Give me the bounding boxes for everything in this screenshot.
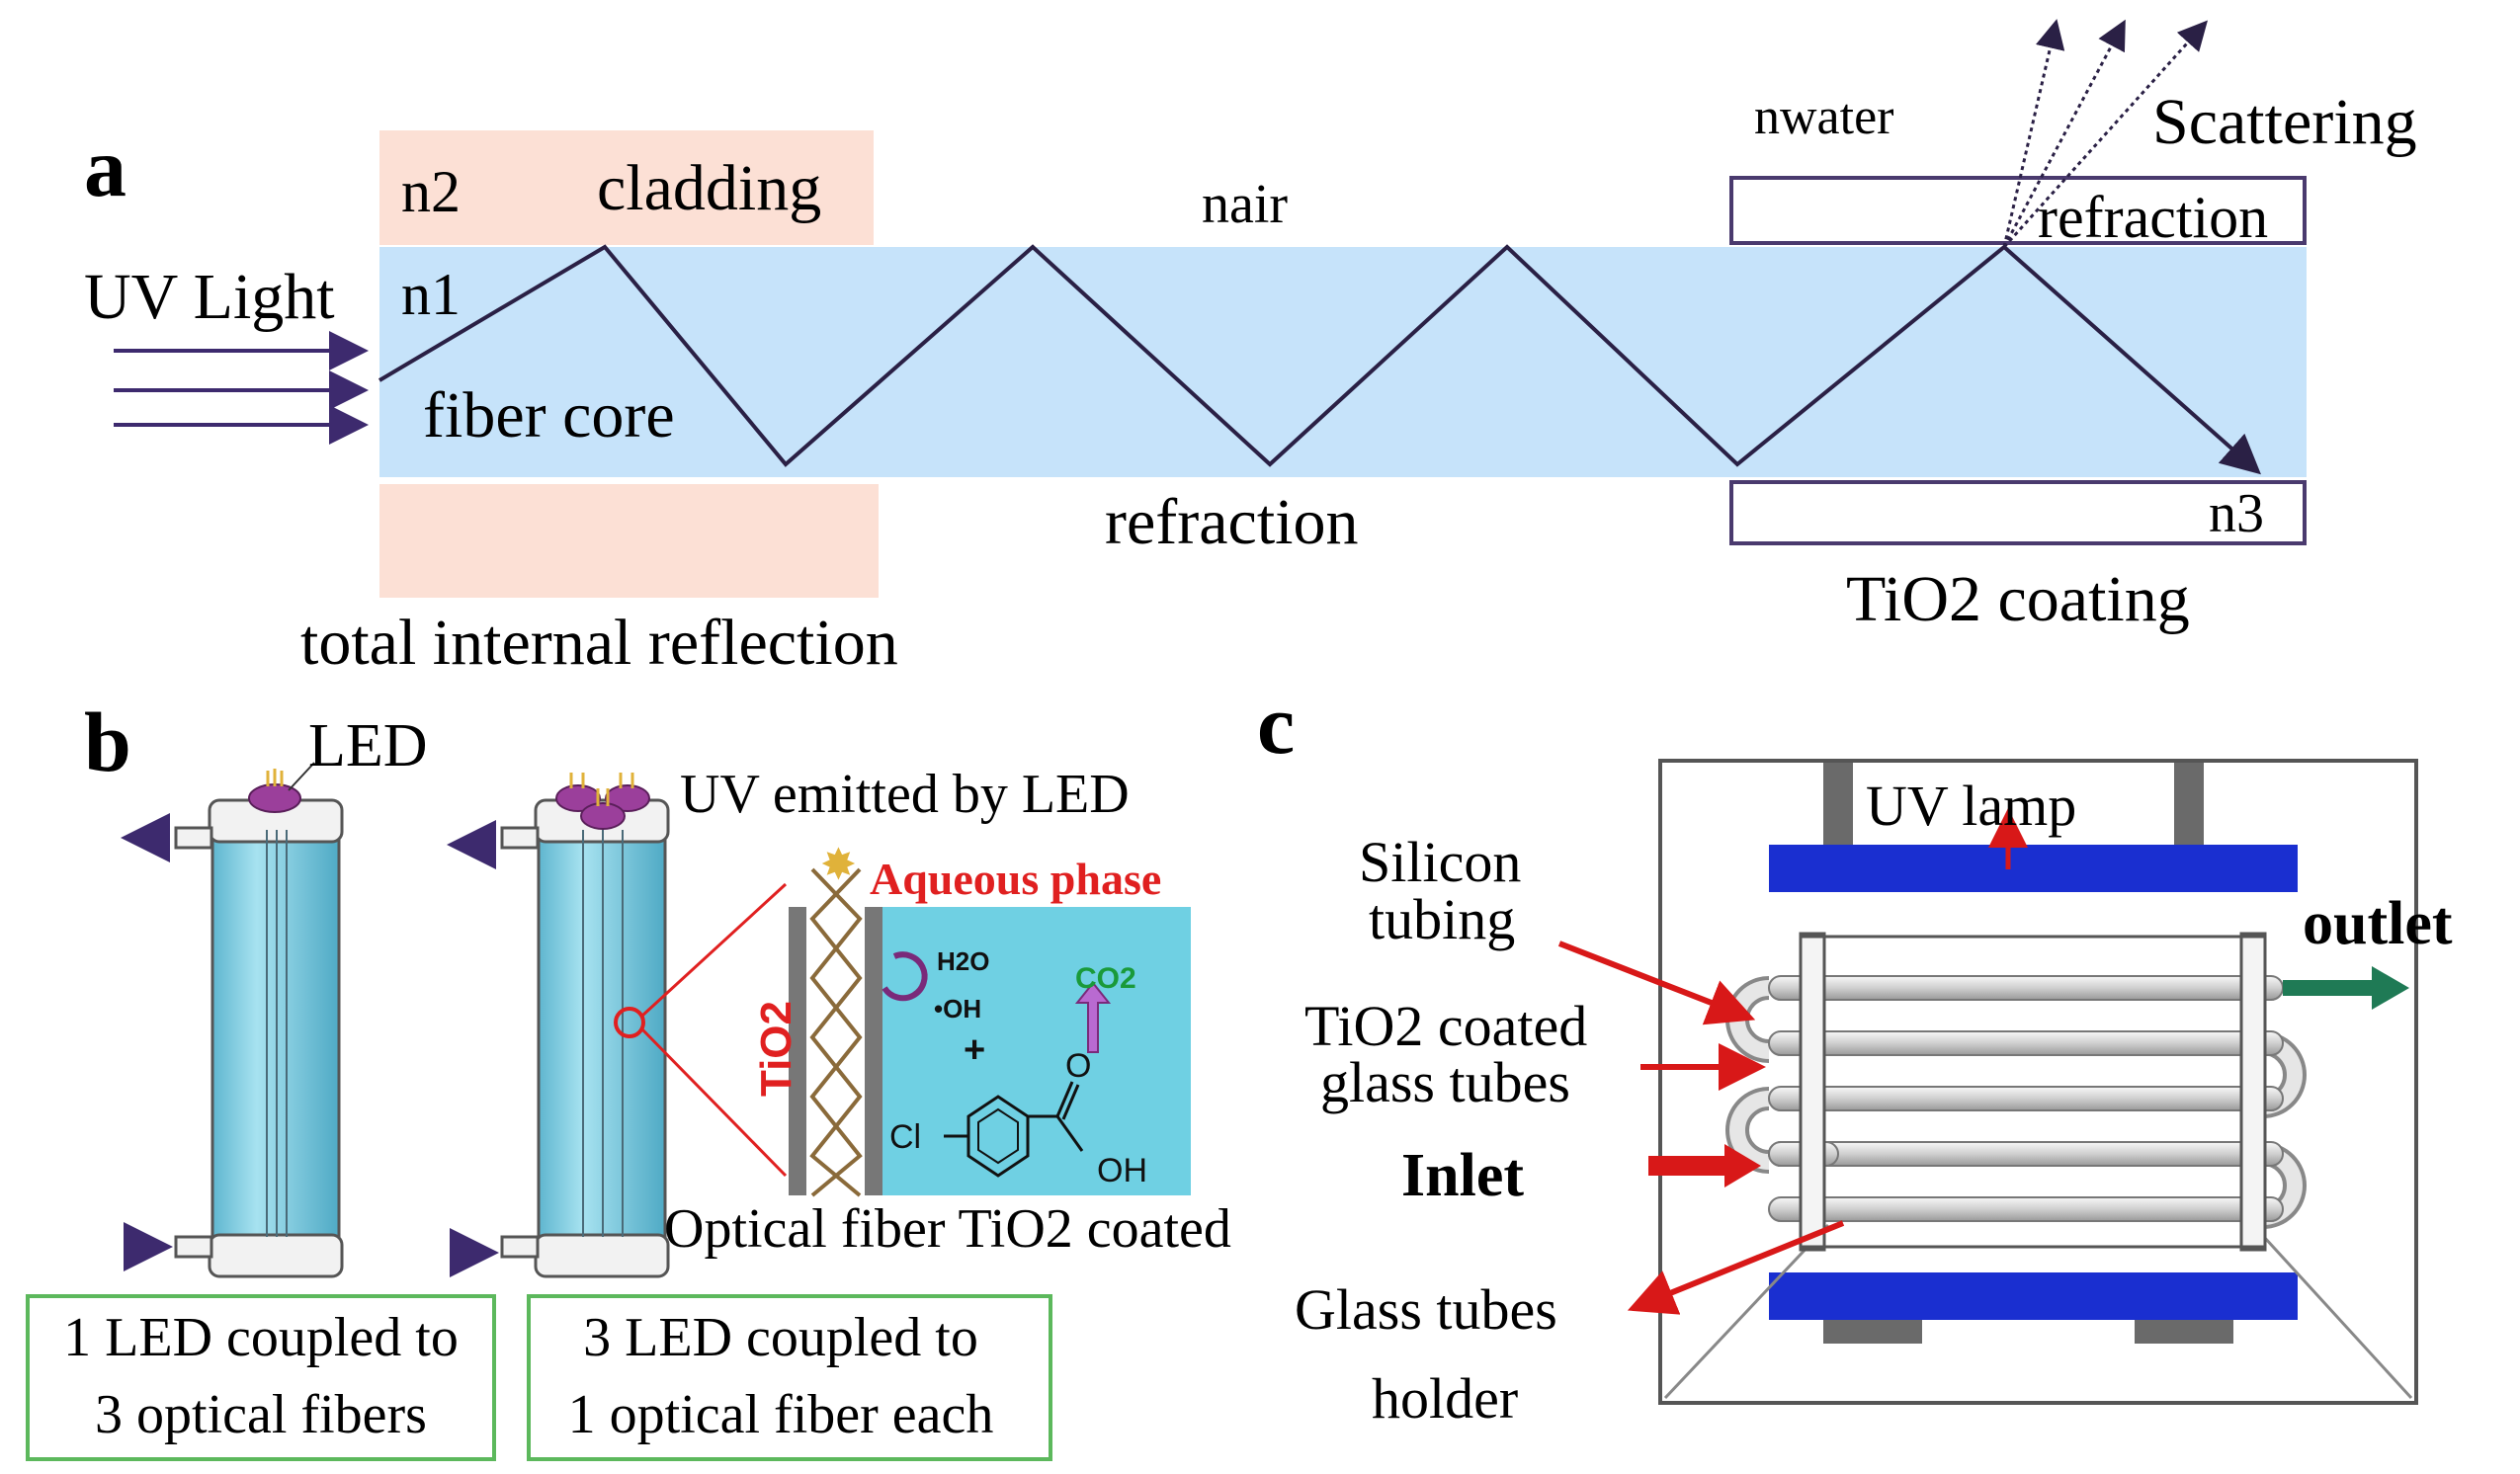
inlet-label: Inlet: [1401, 1142, 1524, 1209]
panel-c-label: c: [1257, 677, 1295, 772]
h2o-label: H2O: [937, 946, 989, 976]
n-air-label: nair: [1202, 174, 1288, 235]
uv-lamp-label: UV lamp: [1866, 774, 2076, 838]
caption-box-2-line1: 3 LED coupled to: [583, 1307, 978, 1368]
caption-box-1-line1: 1 LED coupled to: [63, 1307, 459, 1368]
holder-arrow: [1627, 1220, 1845, 1315]
tio2-coating-label: TiO2 coating: [1846, 563, 2190, 635]
silicon-tubing-arrow: [1557, 941, 1756, 1025]
n2-label: n2: [401, 159, 461, 224]
co2-up-arrow: [1074, 981, 1112, 1053]
led-reactor-1: [248, 783, 301, 813]
fiber-wall-right: [865, 907, 882, 1195]
perspective-line-left: [1663, 1223, 1830, 1400]
reactor-2: [500, 773, 670, 1278]
oh-label: OH: [1097, 1152, 1147, 1189]
uv-lamp-top: [1769, 845, 2298, 892]
reactor-1: [174, 769, 344, 1278]
panel-c: c: [1257, 677, 2453, 1431]
led-reactor-2b: [605, 784, 650, 812]
caption-box-2-line2: 1 optical fiber each: [568, 1384, 994, 1445]
caption-box-1: [26, 1294, 496, 1461]
panel-b-label: b: [84, 695, 131, 789]
o-label: O: [1065, 1047, 1091, 1085]
tio2-coating-bottom: [1729, 480, 2307, 545]
holder-foot-left: [1823, 1320, 1922, 1344]
light-ray-exit: [2002, 245, 2261, 475]
outlet-label: outlet: [2303, 890, 2453, 957]
uv-light-label: UV Light: [84, 261, 335, 333]
holder-plate-right: [2239, 932, 2267, 1252]
holder-label-2: holder: [1372, 1366, 1518, 1431]
refraction-right-label: refraction: [2038, 185, 2268, 250]
conversion-arrow: [882, 951, 928, 1002]
zoom-line-top: [640, 882, 788, 1018]
led-pointer: [288, 762, 315, 791]
uv-lamp-bottom: [1769, 1272, 2298, 1320]
cladding-label: cladding: [597, 152, 821, 224]
plus-label: +: [964, 1029, 985, 1071]
total-internal-reflection-label: total internal reflection: [300, 607, 898, 679]
cladding-bottom: [379, 484, 879, 598]
zoom-circle: [614, 1007, 645, 1038]
scatter-ray-1: [2002, 19, 2065, 248]
holder-label-1: Glass tubes: [1295, 1277, 1557, 1342]
panel-b: b: [26, 695, 1231, 1461]
perspective-line-right: [2251, 1223, 2413, 1400]
zoom-line-bottom: [640, 1027, 788, 1178]
uv-emitted-label: UV emitted by LED: [680, 764, 1130, 825]
tio2-coating-top: [1729, 176, 2307, 245]
tio2-lattice: [809, 867, 863, 1197]
caption-box-2: [527, 1294, 1052, 1461]
lamp-post-right: [2174, 763, 2204, 847]
lamp-post-left: [1823, 763, 1853, 847]
holder-foot-right: [2135, 1320, 2233, 1344]
tio2-tubes-label-2: glass tubes: [1320, 1050, 1570, 1114]
caption-box-1-line2: 3 optical fibers: [95, 1384, 427, 1445]
tio2-tubes-label-1: TiO2 coated: [1304, 994, 1587, 1058]
led-label: LED: [308, 712, 428, 779]
scatter-ray-2: [2002, 19, 2126, 248]
silicon-tubing-label-2: tubing: [1369, 887, 1515, 951]
outlet-arrow: [2283, 966, 2409, 1010]
fiber-core-label: fiber core: [423, 379, 675, 451]
aqueous-phase-label: Aqueous phase: [870, 854, 1161, 904]
optical-fiber-coated-label: Optical fiber TiO2 coated: [664, 1198, 1231, 1260]
cl-label: Cl: [889, 1118, 921, 1156]
panel-a-label: a: [84, 120, 126, 214]
inlet-arrow: [1648, 1144, 1761, 1187]
silicon-tubing-label-1: Silicon: [1359, 830, 1521, 894]
n-water-label: nwater: [1754, 89, 1893, 145]
oh-radical-label: •OH: [934, 994, 981, 1024]
reactor-frame: [1658, 759, 2418, 1405]
fiber-wall-left: [789, 907, 806, 1195]
tio2-lattice-2: [809, 867, 863, 1197]
co2-label: CO2: [1075, 962, 1136, 995]
led-reactor-2c: [580, 802, 626, 830]
n1-label: n1: [401, 262, 461, 327]
n3-label: n3: [2209, 483, 2264, 544]
aqueous-phase-area: [880, 907, 1191, 1195]
refraction-mid-label: refraction: [1105, 486, 1359, 558]
chlorobenzoic-acid: [944, 1081, 1084, 1178]
scattering-label: Scattering: [2152, 86, 2417, 158]
cladding-top: [379, 130, 874, 245]
holder-plate-left: [1799, 932, 1826, 1252]
led-reactor-2a: [555, 784, 601, 812]
light-ray-path: [378, 244, 2006, 467]
tio2-vertical-label: TiO2: [752, 1001, 800, 1097]
panel-a: a UV Light n2 cladding n1 fiber core nai…: [84, 19, 2417, 679]
scatter-ray-3: [2002, 20, 2209, 249]
uv-burst-icon: ✸: [820, 841, 857, 889]
